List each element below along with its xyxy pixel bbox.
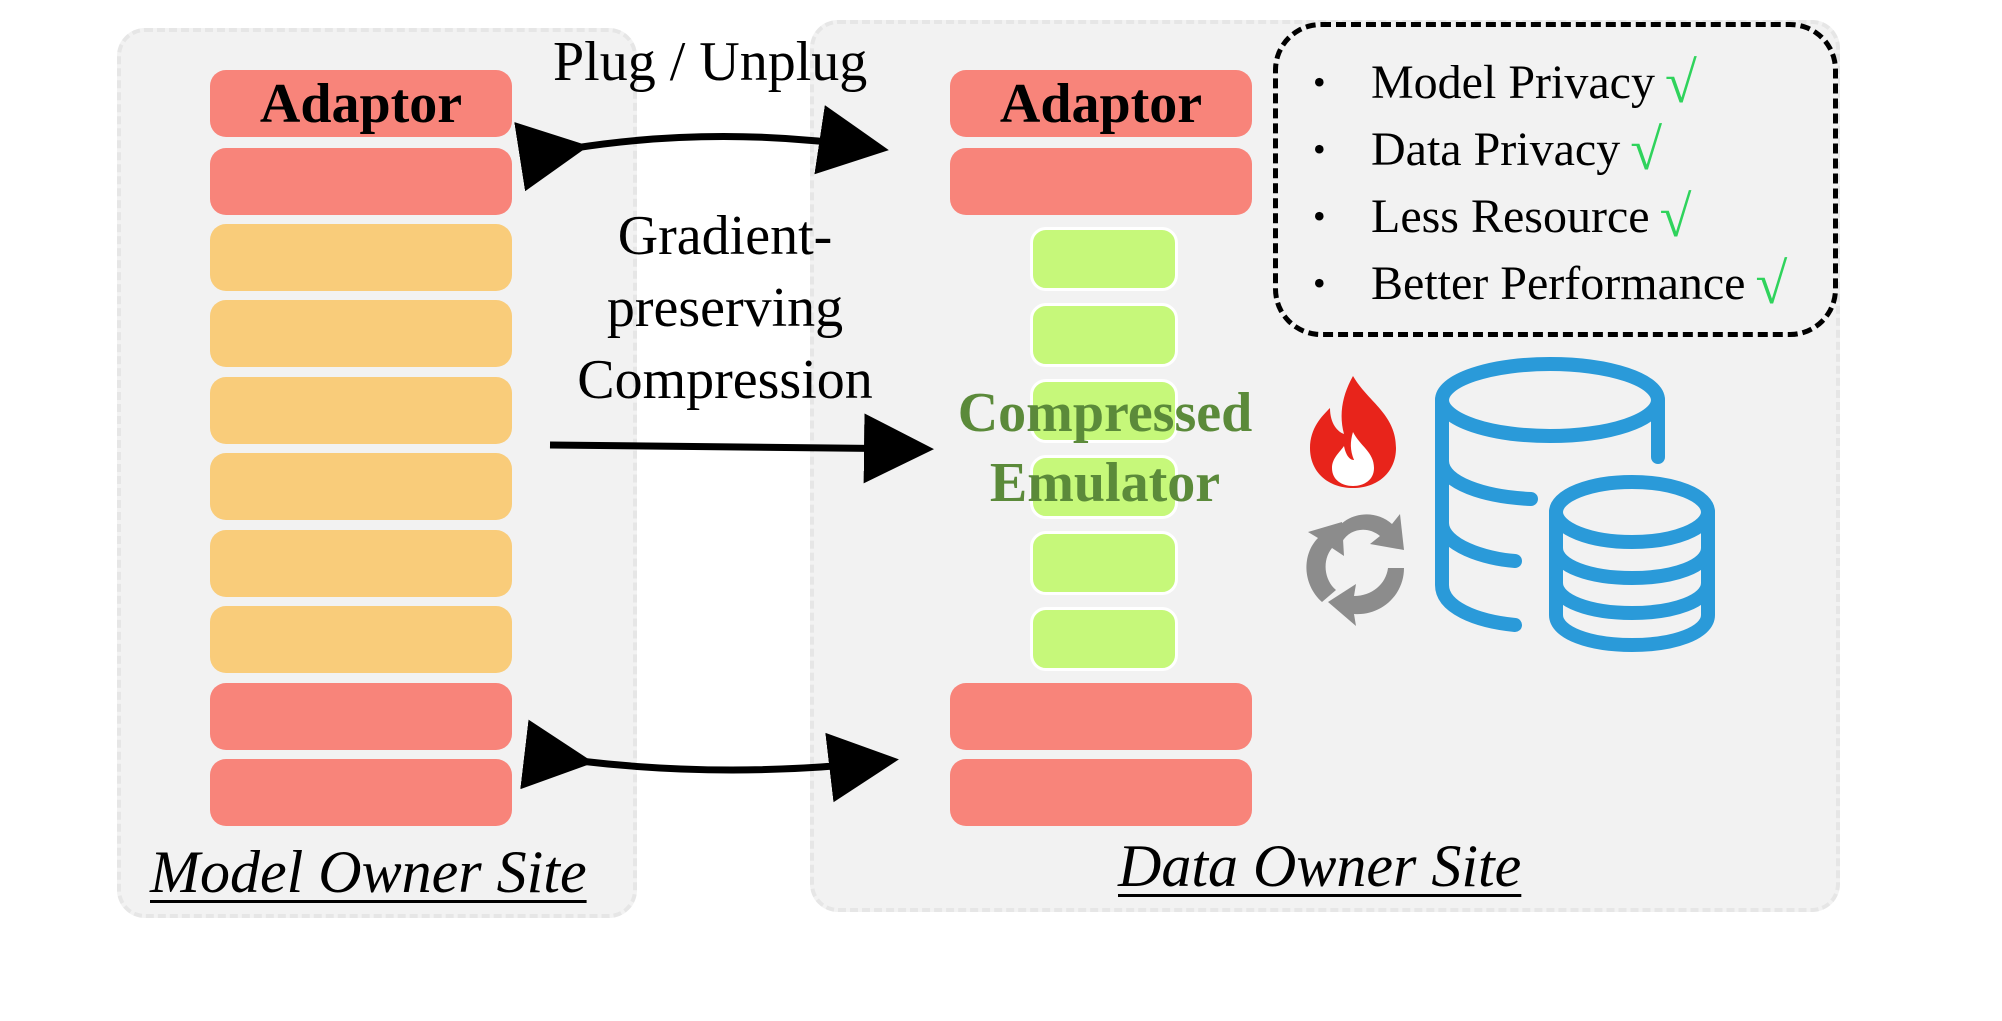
emulator-layer-5 — [1030, 531, 1178, 595]
emulator-layer-1 — [1030, 227, 1178, 291]
data-layer-red-bottom-1 — [950, 683, 1252, 750]
benefit-text: Data Privacy — [1371, 122, 1621, 176]
fire-icon — [1310, 376, 1396, 488]
emulator-layer-2 — [1030, 303, 1178, 367]
benefits-box: • Model Privacy √ • Data Privacy √ • Les… — [1273, 22, 1838, 337]
model-layer-orange-1 — [210, 224, 512, 291]
checkmark-icon: √ — [1664, 49, 1697, 115]
plug-unplug-label: Plug / Unplug — [553, 31, 868, 93]
benefit-item: • Data Privacy √ — [1313, 116, 1662, 182]
benefit-item: • Model Privacy √ — [1313, 49, 1697, 115]
emulator-label-line2: Emulator — [989, 452, 1221, 514]
model-layer-red-2 — [210, 148, 512, 215]
compression-label-line3: Compression — [577, 349, 873, 411]
database-icon — [1435, 357, 1715, 652]
compression-label-line2: preserving — [606, 277, 844, 339]
model-adaptor-layer-top: Adaptor — [210, 70, 512, 137]
model-layer-red-bottom-2 — [210, 759, 512, 826]
checkmark-icon: √ — [1659, 183, 1692, 249]
benefit-text: Better Performance — [1371, 256, 1746, 310]
checkmark-icon: √ — [1755, 250, 1788, 316]
benefit-item: • Less Resource √ — [1313, 183, 1691, 249]
checkmark-icon: √ — [1630, 116, 1663, 182]
bullet: • — [1313, 129, 1326, 169]
benefit-text: Model Privacy — [1371, 55, 1655, 109]
emulator-label-line1: Compressed — [957, 382, 1253, 444]
data-owner-site-label: Data Owner Site — [1118, 833, 1522, 899]
emulator-layer-4 — [1030, 455, 1178, 519]
plug-unplug-arrow — [514, 105, 889, 192]
benefit-item: • Better Performance √ — [1313, 250, 1787, 316]
data-adaptor-layer-top: Adaptor — [950, 70, 1252, 137]
model-layer-orange-2 — [210, 300, 512, 367]
bullet: • — [1313, 263, 1326, 303]
compressed-emulator-label: Compressed Emulator — [940, 378, 1270, 518]
model-owner-site-label: Model Owner Site — [150, 839, 587, 905]
bullet: • — [1313, 196, 1326, 236]
model-layer-orange-5 — [210, 530, 512, 597]
recycle-icon — [1306, 514, 1404, 626]
compression-arrow — [549, 413, 934, 484]
bottom-sync-arrow — [520, 719, 899, 803]
compression-label: Gradient- preserving Compression — [545, 200, 905, 416]
model-layer-orange-6 — [210, 606, 512, 673]
model-layer-orange-3 — [210, 377, 512, 444]
data-adaptor-label: Adaptor — [999, 72, 1203, 135]
compression-label-line1: Gradient- — [617, 205, 833, 267]
benefit-text: Less Resource — [1371, 189, 1650, 243]
data-layer-red-2 — [950, 148, 1252, 215]
bullet: • — [1313, 62, 1326, 102]
emulator-layer-6 — [1030, 607, 1178, 671]
model-layer-orange-4 — [210, 453, 512, 520]
model-layer-red-bottom-1 — [210, 683, 512, 750]
data-layer-red-bottom-2 — [950, 759, 1252, 826]
emulator-layer-3 — [1030, 379, 1178, 443]
model-adaptor-label: Adaptor — [259, 72, 463, 135]
